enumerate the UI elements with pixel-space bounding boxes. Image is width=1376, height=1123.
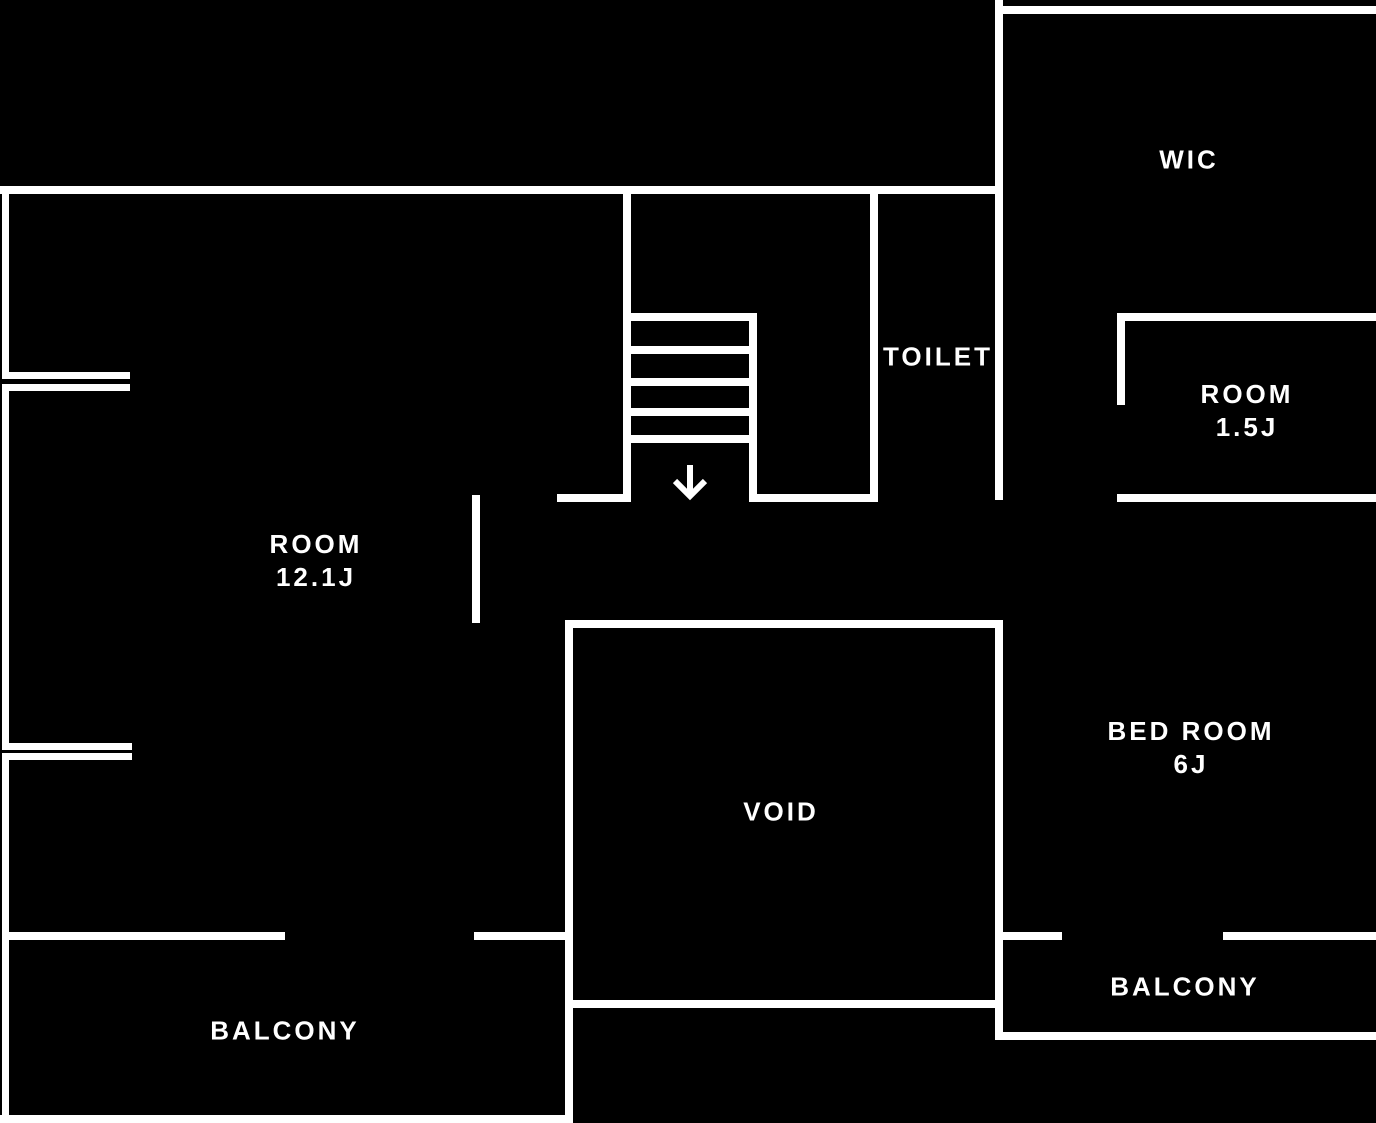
stair-tread-3: [631, 378, 749, 386]
window-1-bar-2: [2, 384, 130, 391]
window-2-bar-2: [2, 753, 132, 760]
room-label-void-text: VOID: [743, 796, 819, 827]
window-2-bar-1: [2, 743, 132, 750]
stairs-down-arrow-icon: [672, 465, 708, 501]
stairwell-left-wall: [623, 190, 631, 500]
left-outer-wall-middle: [2, 391, 9, 743]
left-outer-wall-upper: [2, 190, 9, 372]
room-1-5j-top-wall: [1117, 313, 1376, 321]
left-balcony-top-wall-west: [2, 932, 285, 940]
bedroom-top-wall: [1117, 494, 1376, 502]
hallway-wall-center: [749, 494, 878, 502]
stair-tread-1: [631, 313, 749, 321]
right-core-wall-lower: [995, 621, 1003, 1040]
room-label-balcony-right-text: BALCONY: [1110, 971, 1260, 1002]
stair-tread-5: [631, 435, 749, 443]
room-label-toilet-text: TOILET: [883, 341, 993, 372]
room-label-bed-room-6j-line1: BED ROOM: [1107, 716, 1275, 746]
void-bottom-wall: [565, 1000, 1003, 1008]
room-label-toilet: TOILET: [883, 341, 993, 374]
room-label-room-12-1j: ROOM 12.1J: [270, 528, 363, 594]
window-1-bar-1: [2, 372, 130, 379]
toilet-left-wall: [870, 190, 878, 502]
stair-tread-2: [631, 346, 749, 354]
room-label-wic: WIC: [1159, 144, 1219, 177]
hallway-wall-west: [557, 494, 631, 502]
room-label-room-1-5j-line1: ROOM: [1200, 379, 1294, 409]
room-label-balcony-left: BALCONY: [210, 1015, 360, 1048]
room-label-bed-room-6j: BED ROOM 6J: [1108, 715, 1275, 781]
room-label-room-1-5j: ROOM 1.5J: [1201, 378, 1294, 444]
room-label-balcony-left-text: BALCONY: [210, 1015, 360, 1046]
bedroom-bottom-wall-east: [1223, 932, 1376, 940]
right-core-wall-upper: [995, 0, 1003, 500]
room-label-bed-room-6j-line2: 6J: [1173, 749, 1209, 779]
room-label-room-12-1j-line2: 12.1J: [275, 562, 357, 592]
room-1-5j-left-wall: [1117, 313, 1125, 405]
left-outer-wall-lower: [2, 760, 9, 1123]
bedroom-bottom-wall-west: [999, 932, 1062, 940]
void-top-wall: [565, 620, 1003, 628]
room-12-1j-partition-wall: [472, 495, 480, 623]
stairwell-right-wall: [749, 313, 757, 502]
room-label-balcony-right: BALCONY: [1110, 971, 1260, 1004]
void-left-wall: [565, 620, 573, 1123]
left-balcony-bottom-wall: [0, 1115, 573, 1123]
room-label-room-1-5j-line2: 1.5J: [1215, 412, 1279, 442]
room-label-void: VOID: [743, 796, 819, 829]
outer-top-wall-left-block: [0, 186, 1003, 194]
stair-tread-4: [631, 408, 749, 416]
left-balcony-top-wall-east: [474, 932, 573, 940]
room-label-wic-text: WIC: [1159, 144, 1219, 175]
right-balcony-bottom-wall: [999, 1032, 1376, 1040]
room-label-room-12-1j-line1: ROOM: [269, 529, 363, 559]
wic-top-wall: [995, 6, 1376, 14]
